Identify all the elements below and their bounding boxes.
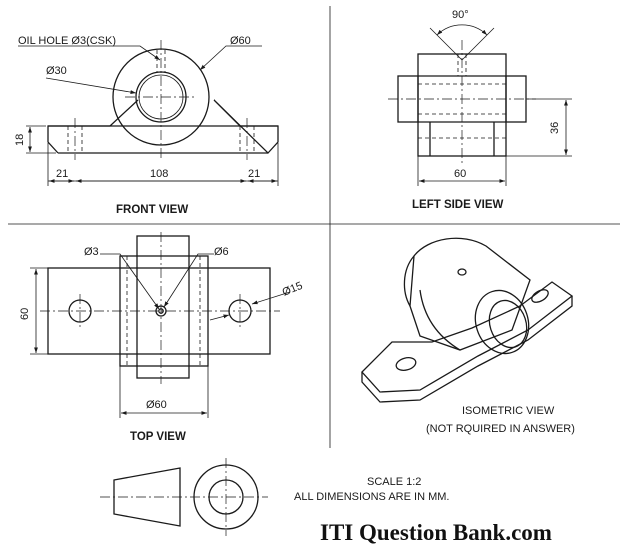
hole-small-leader — [100, 253, 160, 310]
iso-boss-face — [474, 289, 530, 355]
top-hole-csk-label: Ø6 — [214, 246, 229, 258]
top-hole-small-label: Ø3 — [84, 246, 99, 258]
iso-bolt-hole-1 — [395, 357, 417, 371]
iso-bore — [488, 299, 528, 349]
projection-cone — [113, 467, 181, 527]
top-view-title: TOP VIEW — [130, 431, 186, 443]
front-view: OIL HOLE Ø3(CSK) Ø60 Ø30 18 21 108 21 FR… — [14, 35, 279, 216]
bolt-hole-leader-2 — [209, 314, 230, 321]
scale-note: SCALE 1:2 — [367, 476, 421, 488]
inner-dia-leader — [45, 77, 137, 95]
angle-arc — [436, 24, 488, 36]
top-bushing — [136, 235, 190, 379]
front-mid-width-dim: 108 — [150, 168, 168, 180]
front-right-width-dim: 21 — [248, 168, 260, 180]
top-view: Ø3 Ø6 Ø15 60 Ø60 TOP VIEW — [19, 232, 304, 443]
iso-base-edge — [361, 296, 573, 403]
csk-line-left — [429, 27, 463, 61]
isometric-view: ISOMETRIC VIEW (NOT RQUIRED IN ANSWER) — [361, 237, 575, 435]
front-height-dim: 18 — [14, 134, 26, 146]
front-left-width-dim: 21 — [56, 168, 68, 180]
outer-dia-leader — [199, 45, 262, 71]
hole-csk-leader — [163, 253, 214, 308]
projection-symbol — [100, 458, 268, 536]
left-view-title: LEFT SIDE VIEW — [412, 199, 504, 211]
left-width-dim: 60 — [454, 168, 466, 180]
left-height-dim: 36 — [549, 122, 561, 134]
csk-line-right — [461, 27, 495, 61]
iso-base-top — [361, 281, 574, 393]
iso-oil-hole — [457, 268, 467, 276]
iso-body-curve — [403, 255, 415, 307]
oil-hole-label: OIL HOLE Ø3(CSK) — [18, 35, 116, 47]
iso-bolt-hole-2 — [531, 289, 549, 303]
iso-title-2: (NOT RQUIRED IN ANSWER) — [426, 423, 575, 435]
top-base-width-dim: 60 — [19, 308, 31, 320]
inner-dia-label: Ø30 — [46, 65, 67, 77]
brand-watermark: ITI Question Bank.com — [320, 520, 552, 545]
top-bolt-hole-label: Ø15 — [281, 280, 305, 299]
oilhole-leader — [18, 45, 161, 61]
iso-body-inner — [419, 289, 461, 351]
outer-dia-label: Ø60 — [230, 35, 251, 47]
top-body-dia-dim: Ø60 — [146, 399, 167, 411]
bolt-hole-leader — [251, 291, 291, 305]
left-body — [417, 53, 507, 157]
left-side-view: 90° 36 60 LEFT SIDE VIEW — [388, 9, 572, 211]
front-view-title: FRONT VIEW — [116, 204, 188, 216]
iso-title-1: ISOMETRIC VIEW — [462, 405, 555, 417]
units-note: ALL DIMENSIONS ARE IN MM. — [294, 491, 449, 503]
csk-angle: 90° — [452, 9, 469, 21]
